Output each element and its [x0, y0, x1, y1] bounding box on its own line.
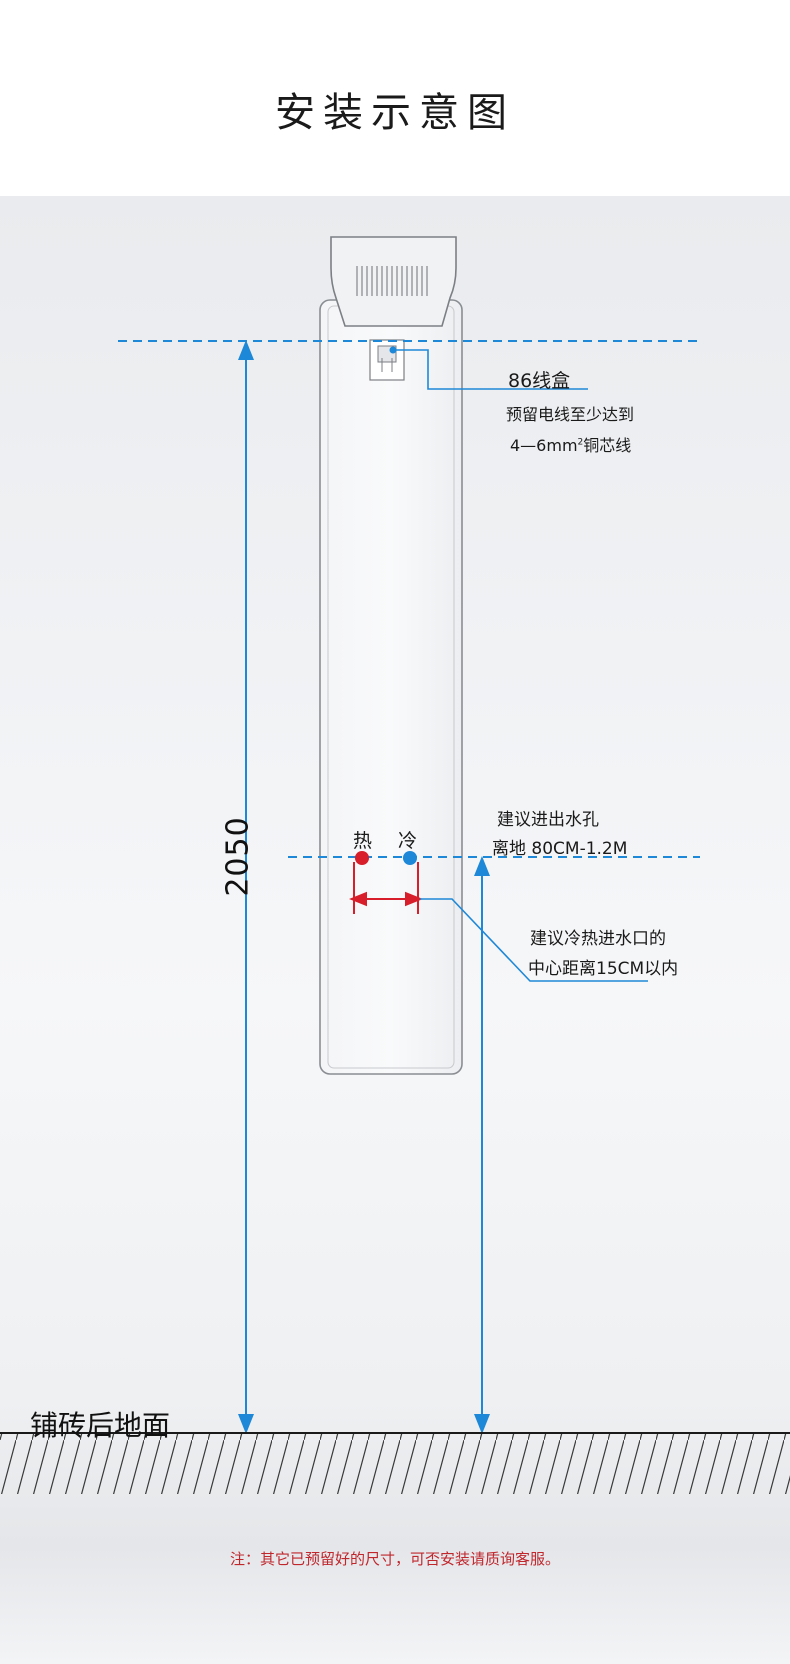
wire-size-text: 4—6mm — [510, 436, 578, 455]
height-dimension-value: 2050 — [220, 815, 256, 897]
cold-label: 冷 — [398, 830, 418, 852]
heater-head-unit — [330, 236, 457, 327]
junction-box-note-line2: 4—6mm2铜芯线 — [510, 432, 631, 456]
junction-box-icon — [369, 339, 405, 381]
footer-note: 注：其它已预留好的尺寸，可否安装请质询客服。 — [229, 1550, 560, 1568]
hot-label: 热 — [353, 830, 373, 852]
floor — [0, 1432, 790, 1494]
inlet-spacing-dimension — [349, 862, 423, 914]
blue-dot-icon — [403, 851, 417, 865]
wire-size-superscript: 2 — [577, 437, 584, 448]
wire-type-text: 铜芯线 — [583, 436, 632, 455]
red-dot-icon — [355, 851, 369, 865]
heater-column — [319, 299, 463, 1075]
leader-dot — [389, 346, 397, 354]
junction-box-title: 86线盒 — [508, 370, 571, 392]
page-title: 安装示意图 — [275, 90, 515, 136]
outlet-height-note-line1: 建议进出水孔 — [497, 810, 599, 830]
vent-grille — [356, 266, 428, 296]
inlet-spacing-note-line2: 中心距离15CM以内 — [528, 959, 679, 979]
floor-label: 铺砖后地面 — [30, 1409, 171, 1442]
height-dimension-label: 2050 — [221, 816, 256, 896]
junction-box-note-line1: 预留电线至少达到 — [506, 405, 635, 424]
outlet-height-note-line2: 离地 80CM-1.2M — [492, 839, 628, 859]
inlet-spacing-leader — [420, 898, 648, 982]
inlet-spacing-note-line1: 建议冷热进水口的 — [530, 929, 666, 949]
junction-box-leader — [393, 349, 588, 390]
